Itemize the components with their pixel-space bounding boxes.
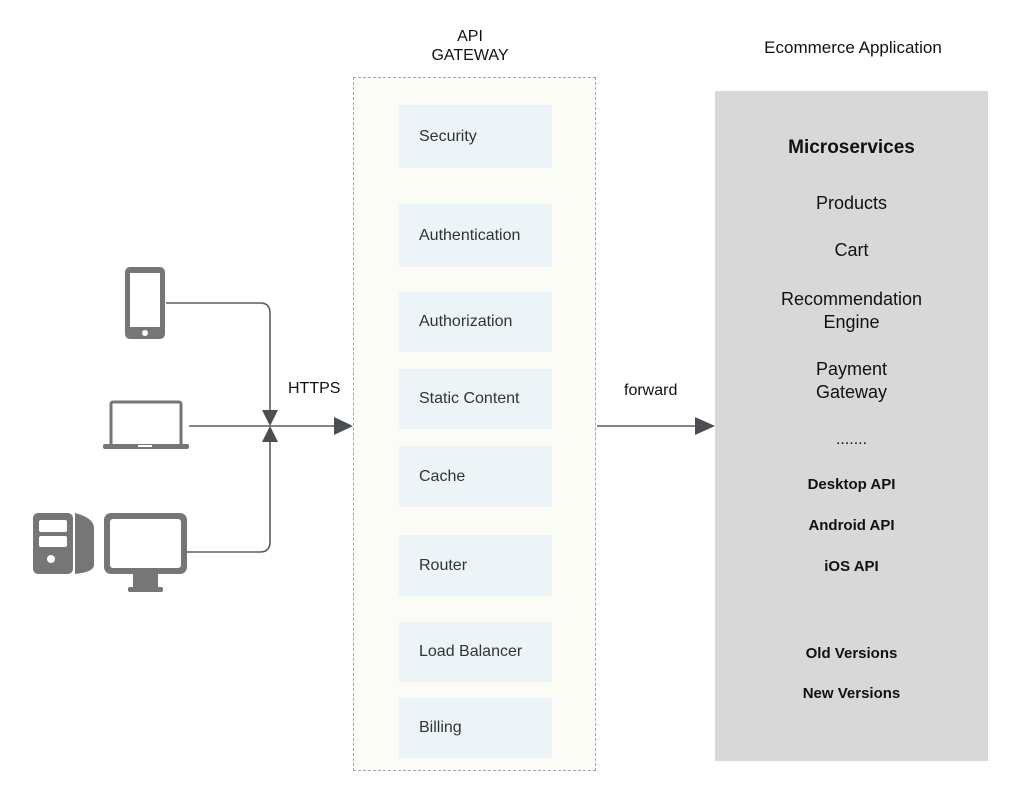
api-android: Android API [808,517,895,534]
service-products: Products [815,193,888,213]
application-panel: Microservices Products Cart Recommendati… [715,91,988,761]
service-payment-gateway: Payment Gateway [815,359,888,402]
mobile-phone-icon [125,267,165,339]
gateway-title: API GATEWAY [400,27,540,65]
desktop-computer-icon [33,513,187,592]
gateway-module-cache[interactable]: Cache [399,446,552,507]
api-desktop: Desktop API [807,476,896,493]
gateway-module-router[interactable]: Router [399,535,552,596]
module-label: Static Content [419,390,520,407]
gateway-module-billing[interactable]: Billing [399,698,552,758]
gateway-module-static-content[interactable]: Static Content [399,369,552,429]
service-recommendation-engine: Recommendation Engine [780,289,923,332]
version-old: Old Versions [805,645,898,662]
arrowheads [262,410,353,442]
module-label: Security [419,127,477,145]
arrowhead-down [262,410,278,426]
arrowhead-right-gateway [334,417,353,435]
gateway-module-load-balancer[interactable]: Load Balancer [399,622,552,682]
arrowhead-right-app [695,417,715,435]
version-new: New Versions [802,685,901,702]
module-label: Authorization [419,313,513,330]
microservices-heading: Microservices [788,137,915,158]
module-label: Load Balancer [419,643,523,660]
module-label: Cache [419,467,466,485]
application-title: Ecommerce Application [764,38,942,57]
api-ios: iOS API [824,558,879,575]
arrowhead-up [262,426,278,442]
gateway-title-line2: GATEWAY [431,47,509,64]
module-label: Router [419,556,468,574]
https-connector [166,302,340,553]
gateway-module-authentication[interactable]: Authentication [399,204,552,267]
gateway-module-security[interactable]: Security [399,105,552,168]
ellipsis: ....... [835,431,868,448]
forward-label: forward [624,382,678,399]
https-label: HTTPS [288,380,341,397]
api-gateway-container: Security Authentication Authorization St… [353,77,596,771]
service-cart: Cart [834,240,869,260]
module-label: Billing [419,719,462,736]
module-label: Authentication [419,226,521,244]
gateway-title-line1: API [457,28,483,45]
gateway-module-authorization[interactable]: Authorization [399,292,552,352]
forward-connector [597,417,715,435]
laptop-icon [103,400,189,449]
